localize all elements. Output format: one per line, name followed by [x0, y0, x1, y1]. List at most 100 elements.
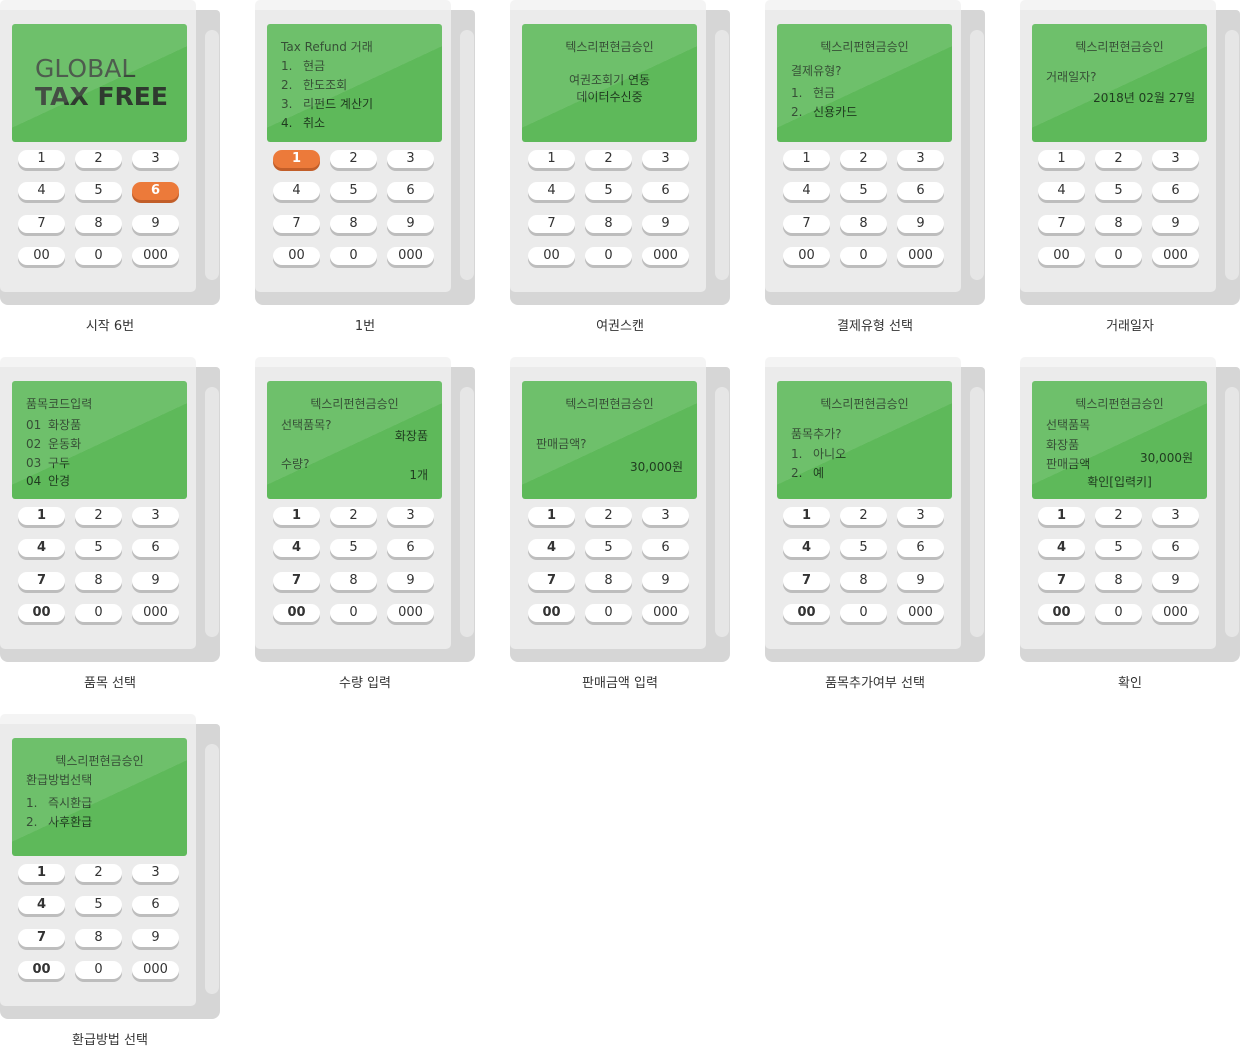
keypad-key-000[interactable]: 000: [642, 247, 689, 265]
keypad-key-9[interactable]: 9: [387, 572, 434, 590]
keypad-key-6[interactable]: 6: [642, 539, 689, 557]
keypad-key-3[interactable]: 3: [387, 507, 434, 525]
keypad-key-7[interactable]: 7: [273, 215, 320, 233]
keypad-key-0[interactable]: 0: [330, 247, 377, 265]
keypad-key-0[interactable]: 0: [1095, 247, 1142, 265]
keypad-key-8[interactable]: 8: [840, 572, 887, 590]
keypad-key-9[interactable]: 9: [642, 215, 689, 233]
keypad-key-1[interactable]: 1: [273, 150, 320, 168]
keypad-key-5[interactable]: 5: [330, 182, 377, 200]
keypad-key-7[interactable]: 7: [528, 572, 575, 590]
keypad-key-5[interactable]: 5: [585, 539, 632, 557]
keypad-key-7[interactable]: 7: [1038, 572, 1085, 590]
keypad-key-4[interactable]: 4: [528, 182, 575, 200]
keypad-key-00[interactable]: 00: [783, 247, 830, 265]
keypad-key-4[interactable]: 4: [18, 539, 65, 557]
keypad-key-0[interactable]: 0: [75, 247, 122, 265]
keypad-key-2[interactable]: 2: [840, 150, 887, 168]
keypad-key-9[interactable]: 9: [1152, 572, 1199, 590]
keypad-key-5[interactable]: 5: [1095, 539, 1142, 557]
keypad-key-000[interactable]: 000: [387, 604, 434, 622]
keypad-key-6[interactable]: 6: [897, 182, 944, 200]
keypad-key-3[interactable]: 3: [642, 150, 689, 168]
keypad-key-5[interactable]: 5: [75, 896, 122, 914]
keypad-key-8[interactable]: 8: [330, 215, 377, 233]
keypad-key-8[interactable]: 8: [585, 572, 632, 590]
keypad-key-000[interactable]: 000: [897, 247, 944, 265]
keypad-key-7[interactable]: 7: [273, 572, 320, 590]
keypad-key-3[interactable]: 3: [387, 150, 434, 168]
keypad-key-7[interactable]: 7: [783, 215, 830, 233]
keypad-key-9[interactable]: 9: [132, 929, 179, 947]
keypad-key-9[interactable]: 9: [897, 215, 944, 233]
keypad-key-4[interactable]: 4: [18, 182, 65, 200]
keypad-key-5[interactable]: 5: [585, 182, 632, 200]
keypad-key-1[interactable]: 1: [783, 150, 830, 168]
keypad-key-7[interactable]: 7: [18, 215, 65, 233]
keypad-key-5[interactable]: 5: [330, 539, 377, 557]
keypad-key-4[interactable]: 4: [528, 539, 575, 557]
keypad-key-000[interactable]: 000: [132, 961, 179, 979]
keypad-key-2[interactable]: 2: [1095, 150, 1142, 168]
keypad-key-000[interactable]: 000: [1152, 247, 1199, 265]
keypad-key-7[interactable]: 7: [528, 215, 575, 233]
keypad-key-4[interactable]: 4: [273, 539, 320, 557]
keypad-key-1[interactable]: 1: [273, 507, 320, 525]
keypad-key-1[interactable]: 1: [1038, 150, 1085, 168]
keypad-key-5[interactable]: 5: [1095, 182, 1142, 200]
keypad-key-00[interactable]: 00: [273, 604, 320, 622]
keypad-key-8[interactable]: 8: [1095, 572, 1142, 590]
keypad-key-7[interactable]: 7: [18, 572, 65, 590]
keypad-key-9[interactable]: 9: [132, 572, 179, 590]
keypad-key-7[interactable]: 7: [18, 929, 65, 947]
keypad-key-4[interactable]: 4: [18, 896, 65, 914]
keypad-key-2[interactable]: 2: [330, 150, 377, 168]
keypad-key-5[interactable]: 5: [75, 182, 122, 200]
keypad-key-2[interactable]: 2: [585, 150, 632, 168]
keypad-key-8[interactable]: 8: [75, 572, 122, 590]
keypad-key-6[interactable]: 6: [132, 896, 179, 914]
keypad-key-4[interactable]: 4: [783, 182, 830, 200]
keypad-key-6[interactable]: 6: [387, 182, 434, 200]
keypad-key-8[interactable]: 8: [75, 215, 122, 233]
keypad-key-7[interactable]: 7: [783, 572, 830, 590]
keypad-key-6[interactable]: 6: [1152, 182, 1199, 200]
keypad-key-0[interactable]: 0: [585, 604, 632, 622]
keypad-key-4[interactable]: 4: [783, 539, 830, 557]
keypad-key-3[interactable]: 3: [897, 150, 944, 168]
keypad-key-1[interactable]: 1: [18, 150, 65, 168]
keypad-key-6[interactable]: 6: [897, 539, 944, 557]
keypad-key-8[interactable]: 8: [75, 929, 122, 947]
keypad-key-1[interactable]: 1: [528, 507, 575, 525]
keypad-key-4[interactable]: 4: [1038, 539, 1085, 557]
keypad-key-0[interactable]: 0: [840, 604, 887, 622]
keypad-key-00[interactable]: 00: [18, 247, 65, 265]
keypad-key-3[interactable]: 3: [1152, 150, 1199, 168]
keypad-key-2[interactable]: 2: [1095, 507, 1142, 525]
keypad-key-9[interactable]: 9: [642, 572, 689, 590]
keypad-key-5[interactable]: 5: [840, 539, 887, 557]
keypad-key-00[interactable]: 00: [18, 604, 65, 622]
keypad-key-00[interactable]: 00: [18, 961, 65, 979]
keypad-key-0[interactable]: 0: [75, 961, 122, 979]
keypad-key-5[interactable]: 5: [840, 182, 887, 200]
keypad-key-6[interactable]: 6: [642, 182, 689, 200]
keypad-key-1[interactable]: 1: [18, 507, 65, 525]
keypad-key-2[interactable]: 2: [75, 864, 122, 882]
keypad-key-000[interactable]: 000: [387, 247, 434, 265]
keypad-key-2[interactable]: 2: [75, 150, 122, 168]
keypad-key-3[interactable]: 3: [642, 507, 689, 525]
keypad-key-1[interactable]: 1: [1038, 507, 1085, 525]
keypad-key-000[interactable]: 000: [132, 247, 179, 265]
keypad-key-6[interactable]: 6: [132, 182, 179, 200]
keypad-key-00[interactable]: 00: [528, 604, 575, 622]
keypad-key-3[interactable]: 3: [132, 507, 179, 525]
keypad-key-5[interactable]: 5: [75, 539, 122, 557]
keypad-key-8[interactable]: 8: [1095, 215, 1142, 233]
keypad-key-9[interactable]: 9: [897, 572, 944, 590]
keypad-key-6[interactable]: 6: [1152, 539, 1199, 557]
keypad-key-0[interactable]: 0: [75, 604, 122, 622]
keypad-key-00[interactable]: 00: [1038, 604, 1085, 622]
keypad-key-0[interactable]: 0: [840, 247, 887, 265]
keypad-key-3[interactable]: 3: [132, 150, 179, 168]
